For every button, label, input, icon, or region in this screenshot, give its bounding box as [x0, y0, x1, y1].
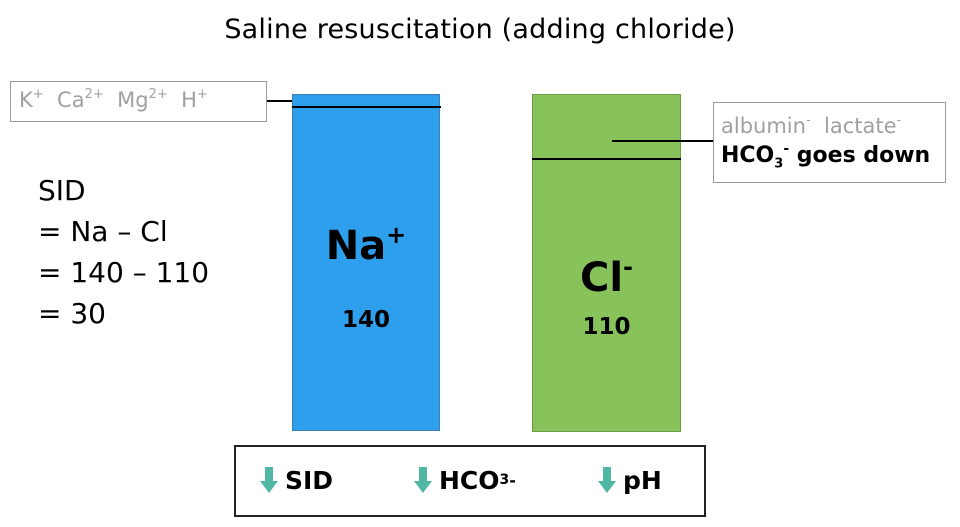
sodium-value: 140: [341, 307, 390, 333]
sid-calc-line-4: = 30: [38, 297, 106, 330]
sid-effect: SID: [258, 465, 333, 495]
bicarbonate-subscript: 3: [774, 156, 784, 172]
hydrogen-charge: +: [196, 87, 208, 102]
sodium-symbol: Na: [325, 223, 387, 269]
albumin-charge: -: [805, 113, 811, 128]
bicarbonate-base: HCO: [721, 143, 775, 168]
bicarbonate-effect-subscript: 3: [499, 472, 510, 488]
down-arrow-icon: [598, 467, 616, 493]
unmeasured-cations-box: K+ Ca2+ Mg2+ H+: [10, 81, 267, 122]
calcium-charge: 2+: [84, 87, 104, 102]
magnesium-charge: 2+: [148, 87, 168, 102]
down-arrow-icon: [414, 467, 432, 493]
diagram-title: Saline resuscitation (adding chloride): [224, 14, 736, 45]
chloride-value: 110: [582, 314, 631, 340]
sid-calc-line-2: = Na – Cl: [38, 215, 168, 248]
chloride-charge: -: [623, 253, 634, 281]
sodium-charge: +: [386, 221, 407, 249]
albumin-label: albumin: [721, 114, 806, 138]
potassium-label: K: [19, 88, 33, 112]
bicarbonate-charge: -: [783, 141, 790, 157]
bicarbonate-note: goes down: [796, 143, 931, 168]
chloride-bar: Cl- 110: [532, 94, 681, 432]
calcium-label: Ca: [57, 88, 85, 112]
hydrogen-label: H: [181, 88, 197, 112]
sid-calc-line-1: SID: [38, 174, 86, 207]
chloride-label: Cl-: [533, 253, 680, 301]
sodium-bar: Na+ 140: [292, 94, 440, 431]
sid-calculation: SID = Na – Cl = 140 – 110 = 30: [38, 170, 209, 334]
magnesium-label: Mg: [117, 88, 149, 112]
sodium-divider-line: [292, 106, 441, 108]
sid-effect-label: SID: [285, 465, 334, 495]
down-arrow-icon: [260, 467, 278, 493]
albumin-lactate-row: albumin- lactate-: [721, 113, 945, 138]
ph-effect: pH: [596, 465, 662, 495]
bicarbonate-effect-charge: -: [509, 470, 516, 490]
bicarbonate-row: HCO3- goes down: [721, 141, 945, 171]
lactate-charge: -: [896, 113, 902, 128]
chloride-divider-line: [532, 158, 681, 160]
anion-pointer-line: [612, 140, 713, 142]
chloride-symbol: Cl: [579, 255, 624, 301]
ph-effect-label: pH: [623, 465, 662, 495]
potassium-charge: +: [32, 87, 44, 102]
unmeasured-anions-box: albumin- lactate- HCO3- goes down: [713, 102, 946, 183]
bicarbonate-effect-base: HCO: [439, 465, 500, 495]
sid-calc-line-3: = 140 – 110: [38, 256, 210, 289]
sodium-label: Na+: [293, 221, 439, 269]
lactate-label: lactate: [824, 114, 897, 138]
